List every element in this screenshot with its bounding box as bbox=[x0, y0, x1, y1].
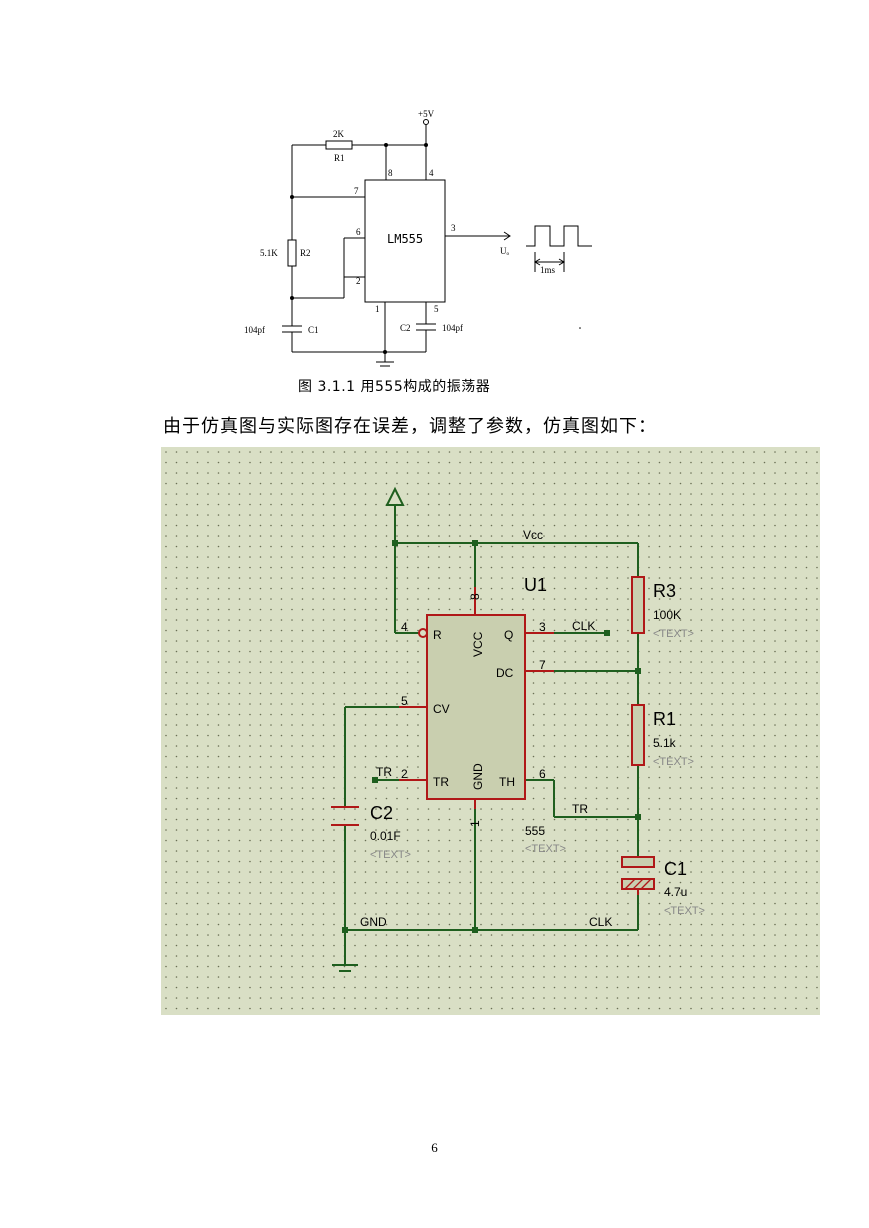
r1-value: 5.1k bbox=[653, 736, 677, 750]
pin-number-7: 7 bbox=[539, 658, 546, 672]
chip-text-placeholder: <TEXT> bbox=[525, 843, 566, 855]
pin-number-4: 4 bbox=[401, 620, 408, 634]
page-number: 6 bbox=[431, 1140, 438, 1155]
output-label: Uₒ bbox=[500, 246, 509, 256]
pin-number-8: 8 bbox=[468, 593, 482, 600]
pin-6-number: 6 bbox=[356, 227, 361, 237]
c2-name: C2 bbox=[370, 803, 393, 823]
r3-value: 100K bbox=[653, 608, 681, 622]
c2-text-placeholder: <TEXT> bbox=[370, 849, 411, 861]
pin-label-th: TH bbox=[499, 775, 515, 789]
pin-number-5: 5 bbox=[401, 694, 408, 708]
pin-number-6: 6 bbox=[539, 767, 546, 781]
pin-7-number: 7 bbox=[354, 186, 359, 196]
pin-label-tr: TR bbox=[433, 775, 449, 789]
oscillator-schematic-figure: +5V 2K R1 8 4 7 6 2 3 1 5 5.1K R2 104pf … bbox=[244, 109, 592, 367]
r2-value: 5.1K bbox=[260, 248, 278, 258]
chip-designator: U1 bbox=[524, 575, 547, 595]
pin-label-gnd: GND bbox=[471, 763, 485, 790]
pin-number-1: 1 bbox=[468, 820, 482, 827]
pin-8-number: 8 bbox=[388, 168, 393, 178]
pin-5-number: 5 bbox=[434, 304, 439, 314]
net-label-tr-right: TR bbox=[572, 802, 588, 816]
pin-label-vcc: VCC bbox=[471, 631, 485, 657]
r1-name: R1 bbox=[653, 709, 676, 729]
body-paragraph: 由于仿真图与实际图存在误差，调整了参数，仿真图如下： bbox=[163, 416, 657, 437]
chip-label: LM555 bbox=[387, 232, 423, 246]
c2-value: 104pf bbox=[442, 323, 463, 333]
c1-value: 4.7u bbox=[664, 885, 687, 899]
c2-name: C2 bbox=[400, 323, 411, 333]
net-label-gnd: GND bbox=[360, 915, 387, 929]
pin-number-3: 3 bbox=[539, 620, 546, 634]
figure-caption: 图 3.1.1 用555构成的振荡器 bbox=[298, 379, 491, 395]
pin-label-q: Q bbox=[504, 628, 513, 642]
pin-label-r: R bbox=[433, 628, 442, 642]
pin-3-number: 3 bbox=[451, 223, 456, 233]
net-label-clk-bottom: CLK bbox=[589, 915, 612, 929]
pin-4-number: 4 bbox=[429, 168, 434, 178]
pin-2-number: 2 bbox=[356, 276, 361, 286]
c1-value: 104pf bbox=[244, 325, 265, 335]
r2-name: R2 bbox=[300, 248, 311, 258]
r1-name: R1 bbox=[334, 153, 345, 163]
pin-label-dc: DC bbox=[496, 666, 514, 680]
c1-name: C1 bbox=[308, 325, 319, 335]
r1-value: 2K bbox=[333, 129, 345, 139]
net-label-vcc: Vcc bbox=[523, 528, 543, 542]
simulation-schematic: Vcc U1 8 4 3 7 5 2 6 1 R VCC Q DC CV TR … bbox=[161, 447, 820, 1015]
pin-label-cv: CV bbox=[433, 702, 450, 716]
period-label: 1ms bbox=[540, 265, 556, 275]
net-label-clk-top: CLK bbox=[572, 619, 595, 633]
c1-name: C1 bbox=[664, 859, 687, 879]
r3-text-placeholder: <TEXT> bbox=[653, 628, 694, 640]
net-label-tr-left: TR bbox=[376, 765, 392, 779]
c2-value: 0.01F bbox=[370, 829, 401, 843]
supply-label: +5V bbox=[418, 109, 435, 119]
c1-text-placeholder: <TEXT> bbox=[664, 905, 705, 917]
r3-name: R3 bbox=[653, 581, 676, 601]
chip-type: 555 bbox=[525, 824, 545, 838]
pin-number-2: 2 bbox=[401, 767, 408, 781]
r1-text-placeholder: <TEXT> bbox=[653, 756, 694, 768]
pin-1-number: 1 bbox=[375, 304, 380, 314]
